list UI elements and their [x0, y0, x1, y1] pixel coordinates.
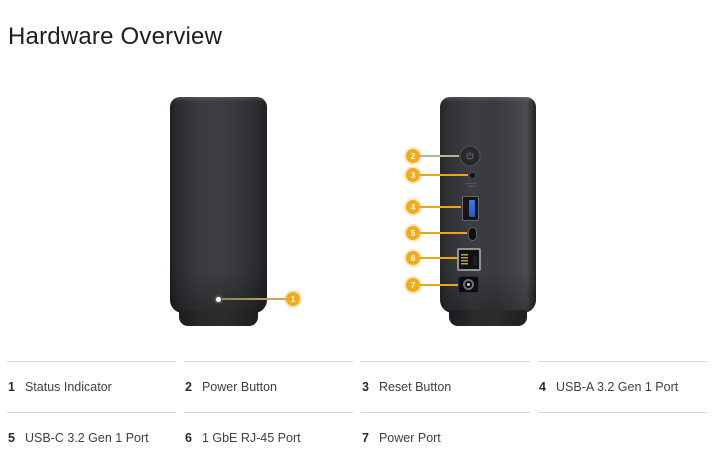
power-port — [458, 276, 479, 293]
callout-line-4 — [420, 206, 461, 208]
callout-badge-2: 2 — [406, 149, 420, 163]
legend-item-usb-c-port: 5 USB-C 3.2 Gen 1 Port — [7, 412, 176, 463]
power-button — [459, 145, 481, 167]
callout-line-3 — [420, 174, 468, 176]
legend-item-label: Power Port — [378, 431, 441, 445]
legend-item-number: 6 — [185, 431, 192, 445]
page-title: Hardware Overview — [8, 23, 223, 51]
device-back-base — [449, 310, 527, 326]
callout-badge-4: 4 — [406, 200, 420, 214]
legend-item-usb-a-port: 4 USB-A 3.2 Gen 1 Port — [538, 361, 707, 412]
reset-microtext — [466, 183, 477, 184]
legend-table: 1 Status Indicator 2 Power Button 3 Rese… — [7, 361, 707, 463]
legend-item-status-indicator: 1 Status Indicator — [7, 361, 176, 412]
legend-item-power-button: 2 Power Button — [184, 361, 353, 412]
legend-item-label: Status Indicator — [24, 380, 112, 394]
device-back-body — [440, 97, 536, 313]
legend-item-number: 4 — [539, 380, 546, 394]
ethernet-port — [457, 248, 481, 271]
device-front-body — [170, 97, 267, 313]
usb-c-port — [468, 227, 477, 241]
power-port-ring — [463, 279, 474, 290]
usb-a-port — [462, 196, 479, 221]
callout-line-6 — [420, 257, 457, 259]
callout-badge-7: 7 — [406, 278, 420, 292]
usb-a-tongue — [469, 200, 475, 217]
callout-line-1 — [222, 298, 286, 300]
callout-badge-1: 1 — [286, 292, 300, 306]
status-indicator-led — [216, 297, 221, 302]
legend-item-number: 7 — [362, 431, 369, 445]
legend-item-number: 5 — [8, 431, 15, 445]
callout-badge-6: 6 — [406, 251, 420, 265]
legend-item-power-port: 7 Power Port — [361, 412, 530, 463]
legend-item-label: 1 GbE RJ-45 Port — [201, 431, 301, 445]
legend-item-label: USB-C 3.2 Gen 1 Port — [24, 431, 149, 445]
legend-item-label: Power Button — [201, 380, 277, 394]
legend-item-label: Reset Button — [378, 380, 452, 394]
ethernet-latch — [473, 256, 477, 265]
ethernet-pins — [461, 254, 468, 266]
device-front-base — [179, 310, 258, 326]
legend-item-number: 1 — [8, 380, 15, 394]
legend-item-number: 2 — [185, 380, 192, 394]
callout-badge-3: 3 — [406, 168, 420, 182]
reset-pinhole — [470, 173, 475, 178]
device-back-view — [440, 97, 536, 326]
power-icon — [466, 151, 474, 160]
callout-line-5 — [420, 232, 467, 234]
callout-line-2 — [420, 155, 459, 157]
legend-item-number: 3 — [362, 380, 369, 394]
reset-microtext — [468, 186, 475, 187]
legend-item-empty — [538, 412, 707, 463]
callout-line-7 — [420, 284, 458, 286]
callout-badge-5: 5 — [406, 226, 420, 240]
legend-item-reset-button: 3 Reset Button — [361, 361, 530, 412]
device-front-view — [170, 97, 267, 326]
legend-item-label: USB-A 3.2 Gen 1 Port — [555, 380, 679, 394]
legend-item-ethernet-port: 6 1 GbE RJ-45 Port — [184, 412, 353, 463]
power-port-pin — [467, 283, 470, 286]
